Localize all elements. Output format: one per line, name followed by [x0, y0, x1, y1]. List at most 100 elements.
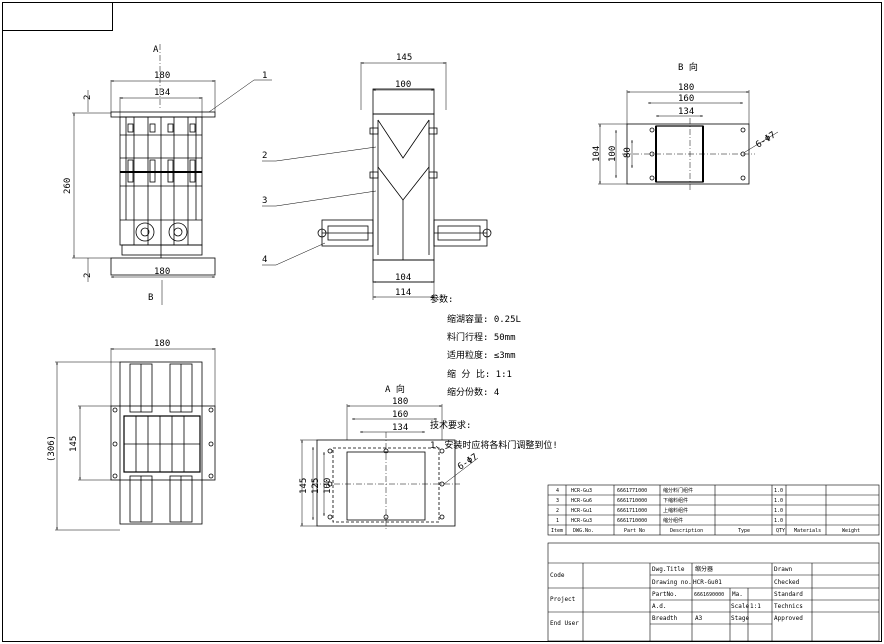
bom-cell: 6661710000	[617, 518, 647, 524]
dim-front-180-bottom: 180	[154, 267, 170, 277]
bom-cell: 6661771000	[617, 488, 647, 494]
dim-side-100: 100	[395, 80, 411, 90]
tb-stage-label: Stage	[731, 615, 749, 622]
bom-cell: 缩分料门组件	[663, 487, 693, 494]
tb-ma-label: Ma.	[732, 591, 743, 598]
tb-breadth-value: A3	[695, 615, 703, 622]
dim-a-145: 145	[299, 478, 309, 494]
parameter-line: 料门行程: 50mm	[447, 331, 516, 343]
holes-a: 6-Φ7	[456, 452, 480, 472]
tb-part-no-label: PartNo.	[652, 591, 677, 598]
tb-code-label: Code	[550, 572, 565, 579]
dim-a-100: 100	[323, 478, 333, 494]
tb-end-user-label: End User	[550, 620, 579, 627]
parameter-line: 缩湖容量: 0.25L	[447, 313, 521, 325]
bom-header: Type	[738, 528, 750, 534]
dim-b-160: 160	[678, 94, 694, 104]
tb-ad-label: A.d.	[652, 603, 666, 610]
dim-b-104: 104	[592, 146, 602, 162]
plan-view-labels: 180 (306) 145	[47, 339, 170, 462]
dim-b-80: 80	[623, 147, 633, 158]
tb-dwg-title-label: Dwg.Title	[652, 566, 685, 573]
bom-cell: HCR-Gu6	[571, 498, 592, 504]
title-block-grid	[547, 542, 880, 642]
leader-label-4: 4	[262, 255, 267, 265]
bom-header: Part No	[624, 528, 645, 534]
bom-cell: 6661710000	[617, 498, 647, 504]
dim-front-2-top: 2	[83, 95, 93, 100]
dim-front-134: 134	[154, 88, 170, 98]
holes-b: 6-Φ7	[754, 130, 778, 150]
tb-dwg-title-value: 缩分器	[695, 565, 713, 573]
tb-project-label: Project	[550, 596, 576, 603]
title-block-text: Code Project End User Dwg.Title 缩分器 Draw…	[550, 565, 803, 627]
side-view-labels: 145 100 104 114 2 3 4	[262, 53, 412, 298]
tb-drawing-no-label: Drawing no.	[652, 579, 692, 586]
bom-header: DWG.No.	[573, 528, 594, 534]
bom-header: Weight	[842, 528, 860, 534]
dim-plan-306: (306)	[47, 435, 57, 462]
tb-scale-label: Scale	[731, 603, 749, 610]
bom-header: Item	[551, 528, 563, 534]
bom-table-grid	[547, 484, 880, 536]
bom-cell: HCR-Gu3	[571, 488, 592, 494]
side-view	[317, 88, 492, 283]
view-b-dimensions	[598, 90, 779, 185]
dim-b-134: 134	[678, 107, 694, 117]
view-a	[312, 432, 460, 530]
view-b-title: B 向	[678, 61, 698, 73]
leader-label-2: 2	[262, 151, 267, 161]
parameter-line: 缩 分 比: 1:1	[447, 368, 512, 380]
tb-checked-label: Checked	[774, 579, 800, 586]
dim-side-104: 104	[395, 273, 411, 283]
bom-header: Materials	[794, 528, 821, 534]
bom-cell: 1.0	[774, 488, 783, 494]
front-view	[110, 111, 216, 276]
tb-standard-label: Standard	[774, 591, 803, 598]
parameter-line: 缩分份数: 4	[447, 386, 499, 398]
view-b	[622, 118, 755, 190]
parameters-heading: 参数:	[430, 293, 453, 305]
dim-plan-145: 145	[69, 436, 79, 452]
parameter-line: 适用粒度: ≤3mm	[447, 349, 516, 361]
bom-cell: 缩分组件	[663, 517, 683, 524]
tb-breadth-label: Breadth	[652, 615, 678, 622]
plan-view	[110, 361, 216, 525]
parameters-notes: 参数: 缩湖容量: 0.25L 料门行程: 50mm 适用粒度: ≤3mm 缩 …	[430, 293, 558, 451]
bom-cell: 1.0	[774, 508, 783, 514]
bom-cell: 下缩料组件	[663, 497, 688, 504]
view-mark-a: A	[153, 45, 159, 55]
dim-a-180: 180	[392, 397, 408, 407]
dim-plan-180: 180	[154, 339, 170, 349]
tb-part-no-value: 6661690000	[694, 592, 724, 598]
dim-a-134: 134	[392, 423, 408, 433]
tb-drawn-label: Drawn	[774, 566, 792, 573]
bom-header: QTY	[776, 528, 785, 534]
tb-technics-label: Technics	[774, 603, 803, 610]
dim-a-160: 160	[392, 410, 408, 420]
dim-front-180-top: 180	[154, 71, 170, 81]
front-view-labels: A B 180 134 180 260 2 2 1	[63, 45, 267, 303]
dim-side-114: 114	[395, 288, 411, 298]
bom-cell: 1.0	[774, 498, 783, 504]
leader-label-3: 3	[262, 196, 267, 206]
dim-front-2-bottom: 2	[83, 273, 93, 278]
bom-cell: 2	[556, 508, 559, 514]
bom-cell: 上缩料组件	[663, 507, 688, 514]
plan-view-dimensions	[55, 348, 216, 531]
tb-drawing-no-value: HCR-Gu01	[693, 579, 722, 586]
bom-header: Description	[670, 528, 703, 534]
dim-a-125: 125	[311, 478, 321, 494]
requirements-heading: 技术要求:	[430, 419, 471, 431]
side-view-dimensions	[262, 62, 447, 300]
bom-cell: 4	[556, 488, 559, 494]
bom-cell: 6661711000	[617, 508, 647, 514]
bom-cell: 3	[556, 498, 559, 504]
view-b-labels: B 向 180 160 134 104 100 80 6-Φ7	[592, 61, 778, 162]
dim-b-100: 100	[608, 146, 618, 162]
front-view-dimensions	[72, 44, 272, 305]
requirements-line: 1、安装时应将各料门调整到位!	[430, 439, 558, 451]
dim-front-260: 260	[63, 178, 73, 194]
